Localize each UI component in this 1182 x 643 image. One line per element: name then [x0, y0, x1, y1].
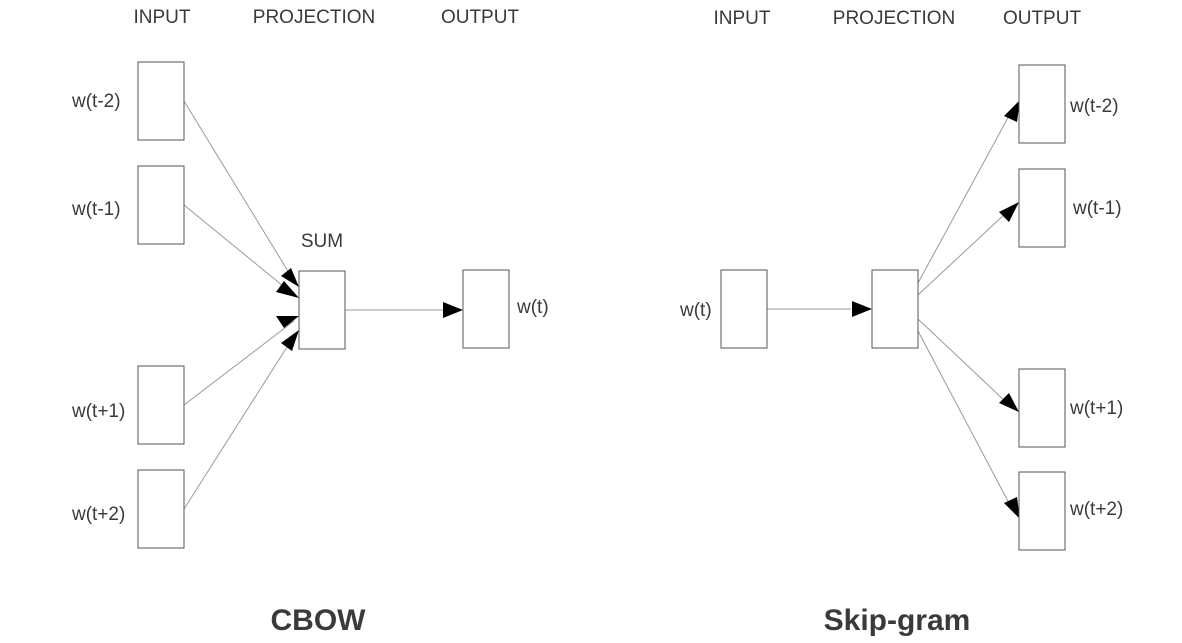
skipgram-output-box-1 [1018, 64, 1066, 144]
skipgram-edge-4 [917, 330, 1011, 506]
cbow-title: CBOW [271, 604, 367, 637]
skipgram-output-box-4 [1018, 471, 1066, 551]
skipgram-output-box-3 [1018, 368, 1066, 448]
cbow-edge-3 [183, 320, 295, 406]
cbow-arrowhead-4 [281, 330, 299, 351]
cbow-arrowhead-1 [281, 268, 299, 287]
skipgram-edge-2 [917, 212, 1007, 296]
skipgram-arrowhead-in [852, 301, 872, 317]
cbow-output-box [462, 269, 510, 349]
skipgram-output-label-4: w(t+2) [1069, 499, 1123, 520]
skipgram-arrowhead-4 [1004, 497, 1020, 519]
skipgram-header-output: OUTPUT [1003, 8, 1082, 29]
cbow-header-output: OUTPUT [441, 7, 520, 28]
cbow-header-projection: PROJECTION [253, 7, 375, 28]
skipgram-arrowhead-2 [999, 202, 1019, 222]
cbow-input-label-2: w(t-1) [71, 199, 121, 220]
skipgram-header-input: INPUT [714, 8, 771, 29]
skipgram-input-label: w(t) [679, 300, 712, 321]
skipgram-input-box [720, 269, 768, 349]
cbow-input-label-1: w(t-2) [71, 91, 121, 112]
skipgram-output-label-3: w(t+1) [1069, 398, 1123, 419]
skipgram-header-projection: PROJECTION [833, 8, 955, 29]
skipgram-projection-box [871, 269, 919, 349]
skipgram-output-box-2 [1018, 168, 1066, 248]
skipgram-output-label-1: w(t-2) [1069, 96, 1119, 117]
cbow-output-label: w(t) [516, 297, 549, 318]
cbow-sum-label: SUM [301, 231, 343, 252]
cbow-edge-1 [183, 100, 295, 282]
cbow-arrowhead-2 [276, 281, 299, 298]
skipgram-output-label-2: w(t-1) [1072, 198, 1122, 219]
cbow-input-label-4: w(t+2) [71, 504, 125, 525]
skipgram-edge-3 [917, 318, 1007, 403]
cbow-arrowhead-out [443, 302, 463, 318]
cbow-diagram: INPUT PROJECTION OUTPUT w(t-2) w(t-1) w(… [71, 7, 549, 637]
skipgram-arrowhead-3 [999, 393, 1019, 412]
cbow-edge-4 [183, 335, 295, 510]
cbow-header-input: INPUT [134, 7, 191, 28]
skipgram-diagram: INPUT PROJECTION OUTPUT w(t) w(t-2) w(t-… [679, 8, 1123, 637]
cbow-input-box-2 [137, 165, 185, 245]
cbow-projection-box [298, 270, 346, 350]
cbow-input-box-1 [137, 61, 185, 141]
skipgram-edge-1 [917, 113, 1011, 284]
cbow-input-box-4 [137, 469, 185, 549]
cbow-arrowhead-3 [276, 316, 299, 328]
cbow-input-label-3: w(t+1) [71, 401, 125, 422]
cbow-input-box-3 [137, 365, 185, 445]
cbow-edge-2 [183, 204, 295, 296]
skipgram-title: Skip-gram [824, 604, 971, 637]
skipgram-arrowhead-1 [1004, 100, 1020, 122]
